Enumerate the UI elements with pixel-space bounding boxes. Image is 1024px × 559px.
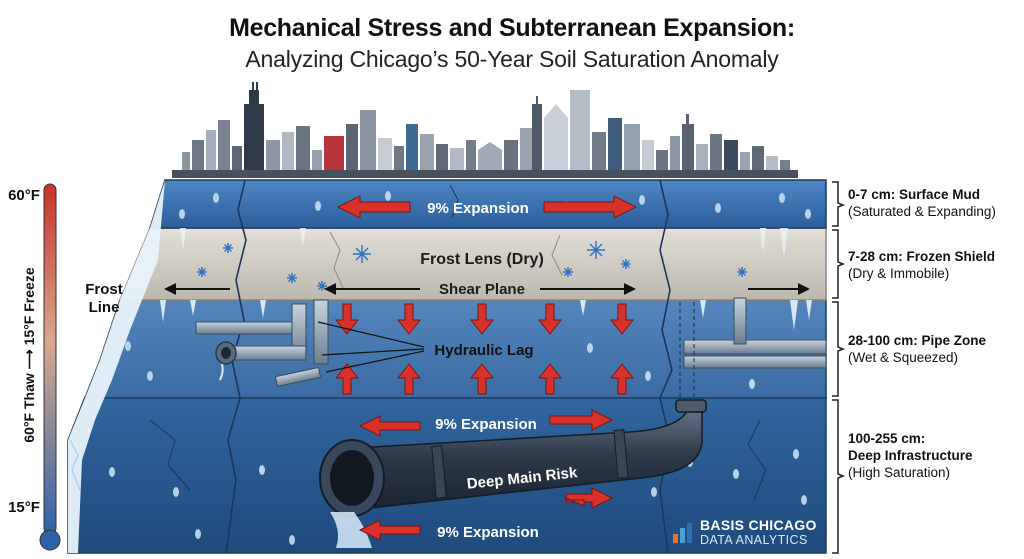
layer-desc-pipe-zone: (Wet & Squeezed) — [848, 350, 959, 365]
layer-label-deep: 100-255 cm: Deep Infrastructure (High Sa… — [848, 430, 973, 481]
frost-line-edge — [68, 180, 165, 553]
layer-desc-frozen: (Dry & Immobile) — [848, 266, 950, 281]
layer-brackets — [832, 181, 846, 554]
layer-label-pipe-zone: 28-100 cm: Pipe Zone (Wet & Squeezed) — [848, 332, 986, 366]
layer-label-surface: 0-7 cm: Surface Mud (Saturated & Expandi… — [848, 186, 996, 220]
frost-lens-label: Frost Lens (Dry) — [420, 251, 544, 268]
city-skyline — [172, 82, 798, 178]
page-title: Mechanical Stress and Subterranean Expan… — [229, 14, 795, 42]
layer-range-pipe-zone: 28-100 cm: Pipe Zone — [848, 333, 987, 348]
layer-desc-deep: (High Saturation) — [848, 465, 951, 480]
small-pipes — [195, 297, 827, 398]
hydraulic-lag-pointers — [317, 321, 425, 373]
layer-range2-deep: Deep Infrastructure — [848, 448, 973, 463]
bar-chart-icon — [673, 522, 692, 543]
logo-line2: DATA ANALYTICS — [700, 533, 808, 547]
thermometer-top-label: 60°F — [8, 187, 40, 204]
layer-range-surface: 0-7 cm: Surface Mud — [848, 187, 981, 202]
page-subtitle: Analyzing Chicago’s 50-Year Soil Saturat… — [245, 46, 779, 72]
stress-arrows — [334, 195, 638, 541]
brand-logo: BASIS CHICAGO DATA ANALYTICS — [672, 518, 817, 547]
hydraulic-lag-label: Hydraulic Lag — [434, 342, 533, 359]
layer-range-deep: 100-255 cm: — [848, 431, 926, 446]
deep-expansion-top-label: 9% Expansion — [435, 416, 537, 433]
surface-expansion-label: 9% Expansion — [427, 200, 529, 217]
thermometer — [39, 183, 61, 551]
deep-expansion-bottom-label: 9% Expansion — [437, 524, 539, 541]
shear-plane-label: Shear Plane — [439, 281, 525, 298]
layer-range-frozen: 7-28 cm: Frozen Shield — [848, 249, 996, 264]
layer-label-frozen: 7-28 cm: Frozen Shield (Dry & Immobile) — [848, 248, 995, 282]
deep-main-pipe — [319, 399, 707, 548]
thermometer-bottom-label: 15°F — [8, 499, 40, 516]
logo-line1: BASIS CHICAGO — [700, 517, 817, 533]
layer-desc-surface: (Saturated & Expanding) — [848, 204, 996, 219]
thermometer-axis-label: 60°F Thaw ⟶ 15°F Freeze — [21, 267, 37, 442]
